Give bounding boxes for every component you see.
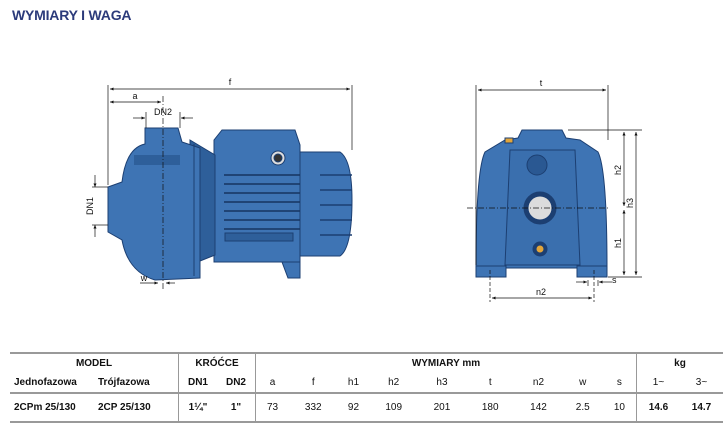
table-row: 2CPm 25/130 2CP 25/130 1¼" 1" 73 332 92 … xyxy=(10,393,723,422)
dimension-drawings: f a DN2 DN1 w t h2 h1 h3 n2 s xyxy=(85,77,642,302)
page-title: WYMIARY I WAGA xyxy=(12,7,132,23)
header-a: a xyxy=(255,373,290,394)
group-krocce: KRÓĆCE xyxy=(178,353,256,373)
dim-label-a: a xyxy=(132,91,137,101)
front-view-drawing xyxy=(475,129,608,278)
header-s: s xyxy=(602,373,637,394)
cell-t: 180 xyxy=(481,402,499,413)
dim-label-h2: h2 xyxy=(613,165,623,175)
side-view-drawing xyxy=(107,127,353,281)
header-3phase: 3~ xyxy=(680,373,723,394)
cell-s: 10 xyxy=(602,393,637,422)
dim-label-w: w xyxy=(140,273,148,283)
cell-model-1phase: 2CPm 25/130 xyxy=(14,402,76,413)
cell-f: 332 xyxy=(304,402,322,413)
dim-label-h3: h3 xyxy=(625,198,635,208)
cell-h2: 109 xyxy=(385,402,403,413)
dimensions-table: MODEL KRÓĆCE WYMIARY mm kg Jednofazowa T… xyxy=(10,352,723,423)
header-trojfazowa: Trójfazowa xyxy=(94,373,179,394)
group-wymiary: WYMIARY mm xyxy=(255,353,637,373)
dim-label-t: t xyxy=(540,78,543,88)
dim-label-dn2: DN2 xyxy=(154,107,172,117)
side-view-dimensions xyxy=(92,85,353,290)
dim-label-f: f xyxy=(229,77,232,87)
cell-w: 2.5 xyxy=(575,402,590,413)
header-h1: h1 xyxy=(337,373,370,394)
header-h3: h3 xyxy=(417,373,467,394)
header-dn2: DN2 xyxy=(217,373,256,394)
cell-weight-1phase: 14.6 xyxy=(648,402,669,413)
cell-dn1: 1¼" xyxy=(188,402,208,413)
header-w: w xyxy=(562,373,603,394)
cell-n2: 142 xyxy=(530,402,547,413)
cell-h1: 92 xyxy=(347,402,360,413)
header-h2: h2 xyxy=(369,373,418,394)
header-jednofazowa: Jednofazowa xyxy=(10,373,94,394)
cell-model-3phase: 2CP 25/130 xyxy=(94,393,179,422)
header-f: f xyxy=(289,373,338,394)
cell-weight-3phase: 14.7 xyxy=(691,402,712,413)
dim-label-h1: h1 xyxy=(613,238,623,248)
front-view-dimensions xyxy=(467,85,642,302)
header-n2: n2 xyxy=(514,373,563,394)
header-dn1: DN1 xyxy=(178,373,217,394)
group-kg: kg xyxy=(674,358,686,369)
dim-label-n2: n2 xyxy=(536,287,546,297)
dim-label-dn1: DN1 xyxy=(85,197,95,215)
header-1phase: 1~ xyxy=(636,373,680,394)
cell-h3: 201 xyxy=(433,402,451,413)
cell-dn2: 1" xyxy=(217,393,256,422)
dim-label-s: s xyxy=(612,275,617,285)
cell-a: 73 xyxy=(267,402,279,413)
group-model: MODEL xyxy=(10,353,179,373)
header-t: t xyxy=(466,373,515,394)
